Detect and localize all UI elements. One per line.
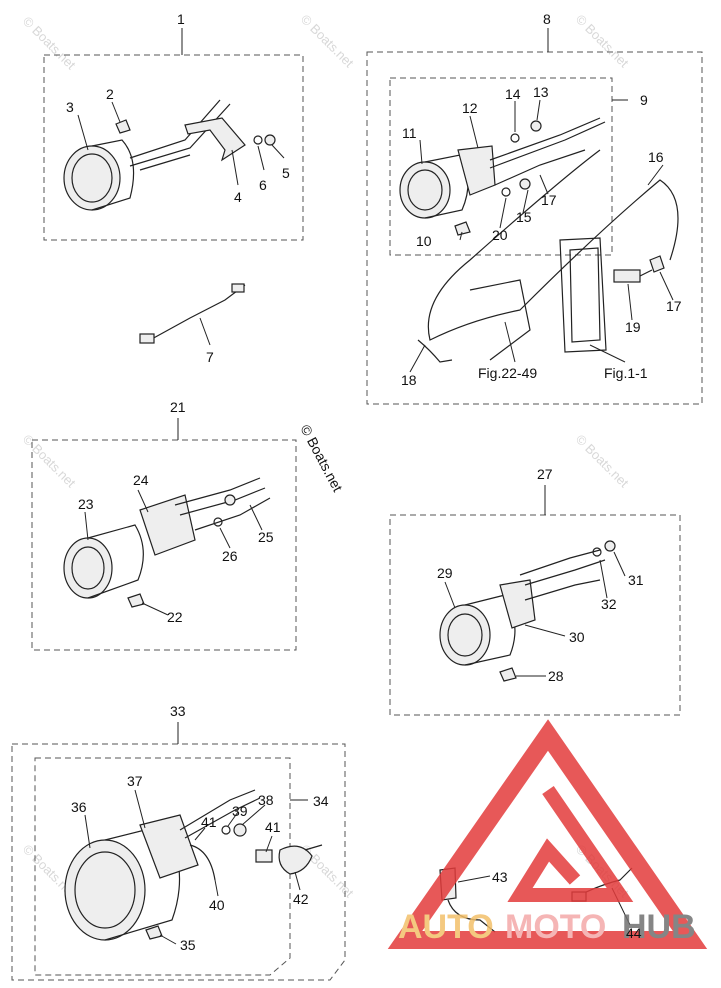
bulb-28 xyxy=(499,667,517,682)
sender-19 xyxy=(613,269,641,283)
switch-42 xyxy=(278,845,313,875)
callout-44: 44 xyxy=(626,925,642,941)
watermark: © Boats.net xyxy=(20,432,79,491)
callout-37: 37 xyxy=(127,773,143,789)
callout-7: 7 xyxy=(206,349,214,365)
callout-41a: 41 xyxy=(201,814,217,830)
callout-35: 35 xyxy=(180,937,196,953)
bulb-22 xyxy=(127,593,145,608)
callout-41b: 41 xyxy=(265,819,281,835)
callout-17b: 17 xyxy=(666,298,682,314)
figure-ref-22-49: Fig.22-49 xyxy=(478,365,537,381)
bracket-12 xyxy=(457,145,496,196)
callout-5: 5 xyxy=(282,165,290,181)
callout-34: 34 xyxy=(313,793,329,809)
assembly-21-box xyxy=(31,439,297,651)
callout-4: 4 xyxy=(234,189,242,205)
assembly-1-box xyxy=(43,54,304,241)
logo-triangle-mark xyxy=(387,719,708,949)
callout-8: 8 xyxy=(543,11,551,27)
assembly-33-box xyxy=(11,743,346,981)
callout-43: 43 xyxy=(492,869,508,885)
callout-19: 19 xyxy=(625,319,641,335)
watermark: © Boats.net xyxy=(298,12,357,71)
assembly-27 xyxy=(389,485,681,716)
logo-text-hub: HUB xyxy=(622,908,696,946)
watermark: © Boats.net xyxy=(573,12,632,71)
callout-39: 39 xyxy=(232,803,248,819)
callout-33: 33 xyxy=(170,703,186,719)
assembly-8-box xyxy=(366,51,703,405)
callout-25: 25 xyxy=(258,529,274,545)
assembly-8 xyxy=(366,28,703,405)
callout-20: 20 xyxy=(492,227,508,243)
gauge-36 xyxy=(64,839,146,941)
callout-38: 38 xyxy=(258,792,274,808)
logo-text-moto: MOTO xyxy=(505,908,606,946)
callout-30: 30 xyxy=(569,629,585,645)
assembly-27-box xyxy=(389,514,681,716)
callout-15: 15 xyxy=(516,209,532,225)
watermark: © Boats.net xyxy=(20,14,79,73)
assembly-9-box xyxy=(389,77,613,256)
bracket-24 xyxy=(139,494,196,556)
callout-3: 3 xyxy=(66,99,74,115)
callout-22: 22 xyxy=(167,609,183,625)
callout-31: 31 xyxy=(628,572,644,588)
callout-9: 9 xyxy=(640,92,648,108)
callout-2: 2 xyxy=(106,86,114,102)
bracket-4 xyxy=(184,117,246,162)
callout-23: 23 xyxy=(78,496,94,512)
assembly-33 xyxy=(11,722,346,981)
callout-29: 29 xyxy=(437,565,453,581)
callout-27: 27 xyxy=(537,466,553,482)
bulb-2 xyxy=(115,119,131,134)
callout-42: 42 xyxy=(293,891,309,907)
callout-10: 10 xyxy=(416,233,432,249)
bracket-37 xyxy=(139,814,199,879)
callout-11: 11 xyxy=(402,125,417,141)
assembly-34-box xyxy=(34,757,291,976)
assembly-1 xyxy=(43,28,304,346)
callout-32: 32 xyxy=(601,596,617,612)
watermark: © Boats.net xyxy=(573,432,632,491)
callout-12: 12 xyxy=(462,100,478,116)
figure-ref-1-1: Fig.1-1 xyxy=(604,365,648,381)
callout-labels: 1 2 3 4 5 6 7 8 9 10 11 12 13 14 15 16 1… xyxy=(66,11,682,953)
connector-7 xyxy=(139,333,155,344)
callout-14: 14 xyxy=(505,86,521,102)
callout-24: 24 xyxy=(133,472,149,488)
assembly-21 xyxy=(31,418,297,651)
autohub-logo: AUTO MOTO HUB xyxy=(387,719,708,949)
callout-26: 26 xyxy=(222,548,238,564)
callout-6: 6 xyxy=(259,177,267,193)
callout-1: 1 xyxy=(177,11,185,27)
callout-40: 40 xyxy=(209,897,225,913)
callout-17a: 17 xyxy=(541,192,557,208)
copyright-text: © Boats.net xyxy=(297,422,346,494)
callout-13: 13 xyxy=(533,84,549,100)
callout-21: 21 xyxy=(170,399,186,415)
logo-text-auto: AUTO xyxy=(398,908,494,946)
bulb-35 xyxy=(145,925,163,940)
callout-28: 28 xyxy=(548,668,564,684)
callout-36: 36 xyxy=(71,799,87,815)
callout-16: 16 xyxy=(648,149,664,165)
callout-18: 18 xyxy=(401,372,417,388)
